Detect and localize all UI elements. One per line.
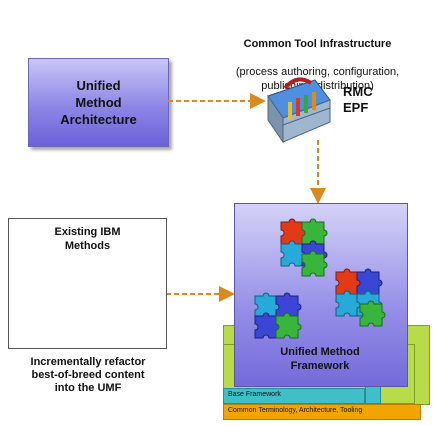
unified-method-architecture-box: Unified Method Architecture (28, 58, 169, 147)
infrastructure-subtitle: (process authoring, configuration, publi… (235, 66, 400, 92)
common-layer-label: Common Terminology, Architecture, Toolin… (228, 407, 363, 414)
uma-label: Unified Method Architecture (60, 78, 137, 127)
layer-base-framework: Base Framework (223, 388, 365, 404)
tools-label: RMC EPF (343, 84, 373, 115)
infrastructure-header: Common Tool Infrastructure (process auth… (200, 23, 435, 107)
toolbox-icon (267, 77, 331, 144)
infrastructure-title: Common Tool Infrastructure (243, 38, 392, 50)
umf-puzzle-cluster-right (335, 268, 386, 327)
layer-common: Common Terminology, Architecture, Toolin… (223, 404, 421, 420)
ibm-methods-title: Existing IBM Methods (54, 226, 121, 252)
umf-puzzle-cluster-top (280, 218, 328, 277)
refactor-caption: Incrementally refactor best-of-breed con… (30, 356, 146, 394)
umf-label: Unified Method Framework (280, 346, 360, 372)
base-framework-label: Base Framework (228, 391, 281, 398)
umf-puzzle-cluster-left (254, 292, 302, 339)
existing-ibm-methods-box: Existing IBM Methods (8, 218, 167, 349)
